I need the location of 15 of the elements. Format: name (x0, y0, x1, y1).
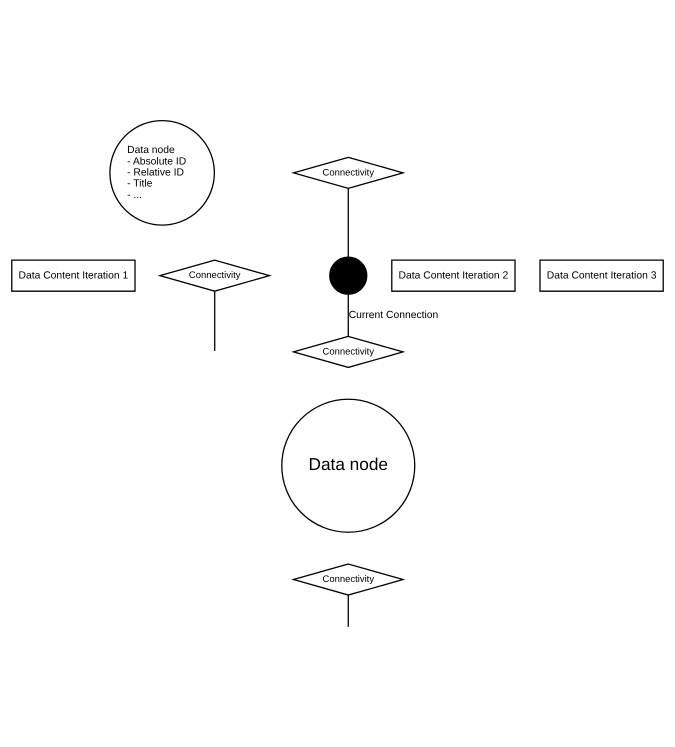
node-box: Data Content Iteration 2 (391, 259, 516, 292)
node-diamond: Connectivity (158, 258, 272, 292)
node-box: Data Content Iteration 1 (11, 259, 136, 292)
node-diamond: Connectivity (291, 156, 406, 189)
node-circle: Data node - Absolute ID - Relative ID - Title - ... (109, 119, 216, 226)
connector (348, 294, 349, 336)
connector (348, 188, 349, 256)
node-circle (329, 256, 368, 294)
connector (348, 594, 349, 626)
node-diamond: Connectivity (291, 562, 406, 596)
edge-label: Current Connection (348, 309, 438, 320)
node-circle: Data node (281, 398, 416, 532)
node-diamond: Connectivity (291, 335, 406, 368)
node-box: Data Content Iteration 3 (539, 259, 664, 292)
connector (214, 290, 216, 350)
